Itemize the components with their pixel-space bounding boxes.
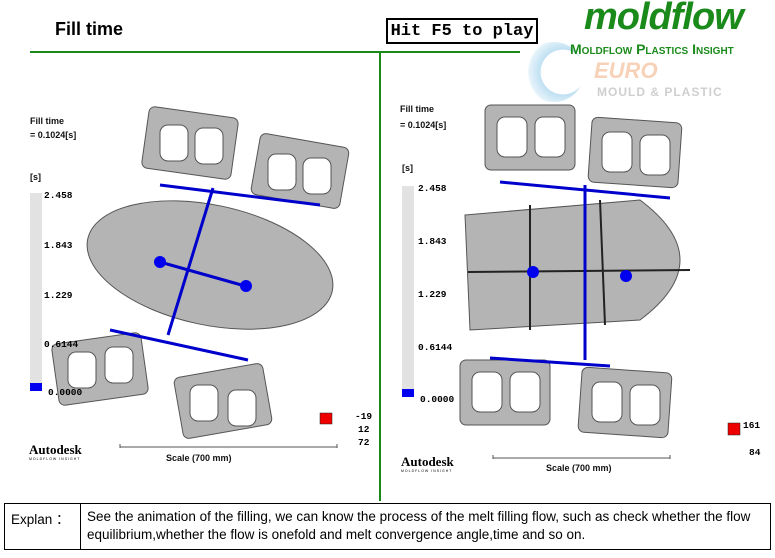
- right-tick: 1.229: [418, 289, 447, 300]
- right-color-scale: [402, 186, 414, 389]
- left-tick: 0.6144: [44, 339, 79, 350]
- explanation-label: Explan ：: [5, 504, 81, 549]
- right-coord: 84: [749, 447, 761, 458]
- left-tick: 0.0000: [48, 387, 83, 398]
- right-unit: [s]: [402, 163, 413, 173]
- left-tick: 1.229: [44, 290, 73, 301]
- page-title: Fill time: [55, 19, 124, 39]
- right-result-value: = 0.1024[s]: [400, 120, 447, 130]
- right-scale-label: Scale (700 mm): [546, 463, 612, 473]
- watermark-text: EURO: [594, 58, 658, 83]
- brand-tagline: Moldflow Plastics Insight: [570, 41, 734, 57]
- explanation-box: Explan ： See the animation of the fillin…: [4, 503, 771, 550]
- autodesk-sub: MOLDFLOW INSIGHT: [401, 469, 453, 473]
- left-color-scale: [30, 193, 42, 383]
- right-tick: 1.843: [418, 236, 447, 247]
- autodesk-text: Autodesk: [401, 454, 454, 469]
- left-coord: 72: [358, 437, 370, 448]
- moldflow-logo: moldflow Moldflow Plastics Insight EURO …: [522, 0, 775, 105]
- watermark-sub: MOULD & PLASTIC: [597, 85, 723, 99]
- left-fill-indicator: [30, 383, 42, 391]
- right-coord: 161: [743, 420, 761, 431]
- right-result-name: Fill time: [400, 104, 435, 114]
- right-model: [459, 104, 691, 439]
- left-coord: -19: [355, 411, 373, 422]
- right-tick: 0.0000: [420, 394, 455, 405]
- euro-watermark-icon: [524, 42, 584, 102]
- right-tick: 2.458: [418, 183, 447, 194]
- left-scale-label: Scale (700 mm): [166, 453, 232, 463]
- panel-divider: [379, 51, 381, 501]
- right-tick: 0.6144: [418, 342, 453, 353]
- left-model: [51, 106, 350, 439]
- left-tick: 1.843: [44, 240, 73, 251]
- brand-logo-text: moldflow: [584, 0, 744, 38]
- explanation-text: See the animation of the filling, we can…: [87, 509, 751, 542]
- scale-bars: [119, 444, 671, 459]
- play-hint: Hit F5 to play: [386, 18, 538, 44]
- left-unit: [s]: [30, 172, 41, 182]
- autodesk-sub: MOLDFLOW INSIGHT: [29, 457, 81, 461]
- right-fill-indicator: [402, 389, 414, 397]
- mold-model-views: [51, 104, 741, 459]
- title-divider: [30, 51, 520, 53]
- axis-triad-icons: [319, 412, 741, 436]
- left-coord: 12: [358, 424, 370, 435]
- autodesk-text: Autodesk: [29, 442, 82, 457]
- left-result-name: Fill time: [30, 116, 65, 126]
- left-tick: 2.458: [44, 190, 73, 201]
- left-result-value: = 0.1024[s]: [30, 130, 77, 140]
